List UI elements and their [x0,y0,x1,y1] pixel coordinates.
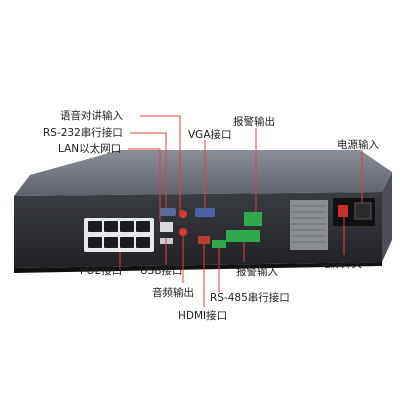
lan-port [160,222,173,232]
alarm-output-terminal [244,212,262,226]
leader-lines [119,115,363,307]
audio-output-jack [179,228,187,236]
rs485-terminal [212,240,226,248]
audio-input-jack [179,210,187,218]
alarm-input-terminal [226,230,260,242]
label-alarm-input: 报警输入 [236,266,278,278]
hdmi-connector [198,236,210,244]
chassis-side [382,172,392,262]
power-socket [354,202,372,220]
chassis-bottom [14,262,382,273]
chassis-top [14,150,392,196]
power-switch [338,205,348,217]
label-rs485-port: RS-485串行接口 [210,292,290,304]
label-voice-intercom-input: 语音对讲输入 [60,110,123,122]
label-power-switch: 电源开关 [320,258,362,270]
vga-connector [195,208,215,217]
label-rs232-port: RS-232串行接口 [43,127,123,139]
label-alarm-output: 报警输出 [233,116,275,128]
poe-ports [88,221,150,248]
label-poe-port: POE接口 [80,265,123,277]
label-audio-output: 音频输出 [152,287,194,299]
label-hdmi-port: HDMI接口 [178,310,228,322]
label-vga-port: VGA接口 [188,129,232,141]
rs232-connector [160,208,176,216]
label-lan-port: LAN以太网口 [58,143,122,155]
label-power-input: 电源输入 [337,139,379,151]
label-usb-port: USB接口 [140,265,183,277]
